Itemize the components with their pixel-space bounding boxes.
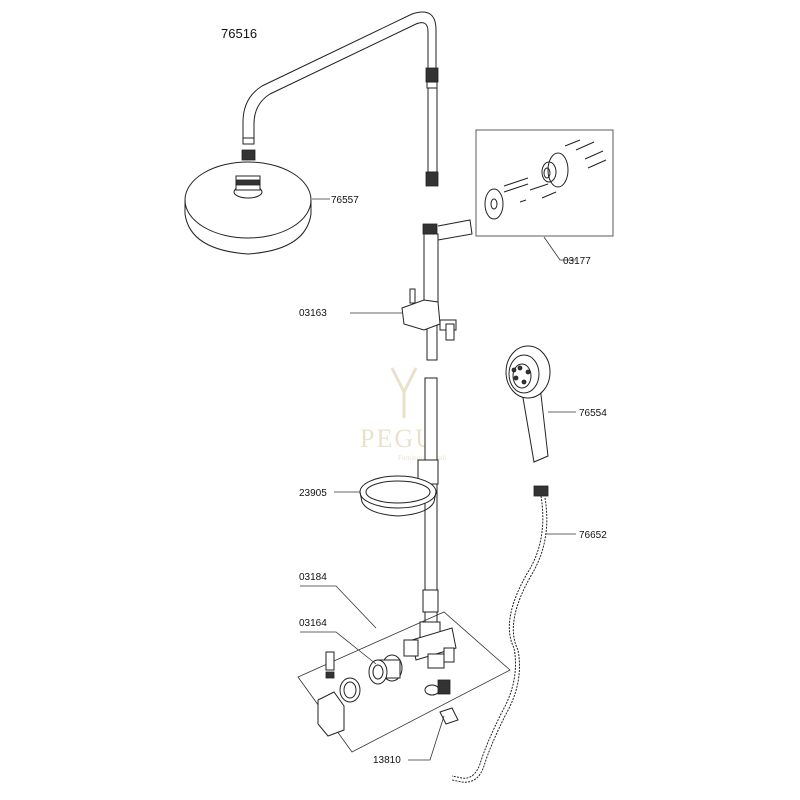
wall-bracket-detail-box xyxy=(475,129,614,237)
hand-shower xyxy=(505,345,551,463)
watermark: PEGU Furniture & Bath xyxy=(360,367,447,462)
slider xyxy=(401,288,457,341)
head-shower xyxy=(184,149,312,255)
thermostat-handle xyxy=(317,651,345,737)
part-label-soap-dish: 23905 xyxy=(299,488,327,499)
shower-hose xyxy=(451,485,549,783)
set-number-label: 76516 xyxy=(221,26,257,41)
watermark-text: PEGU xyxy=(360,424,436,453)
part-label-cartridge: 03164 xyxy=(299,618,327,629)
part-label-connector: 13810 xyxy=(373,755,401,766)
upper-riser-pipe xyxy=(425,87,439,187)
part-label-hose: 76652 xyxy=(579,530,607,541)
cartridge xyxy=(339,654,403,703)
main-riser-pipe xyxy=(422,223,439,627)
part-label-hand-shower: 76554 xyxy=(579,408,607,419)
connector-nut xyxy=(424,679,459,725)
soap-dish xyxy=(359,459,439,517)
part-label-thermostat-set: 03184 xyxy=(299,572,327,583)
bracket-stub xyxy=(437,219,473,241)
watermark-subtext: Furniture & Bath xyxy=(398,454,447,462)
part-label-head-shower: 76557 xyxy=(331,195,359,206)
mixer-body xyxy=(403,621,457,669)
part-label-wall-bracket-set: 03177 xyxy=(563,256,591,267)
part-label-slider: 03163 xyxy=(299,308,327,319)
shower-arm xyxy=(242,11,439,145)
